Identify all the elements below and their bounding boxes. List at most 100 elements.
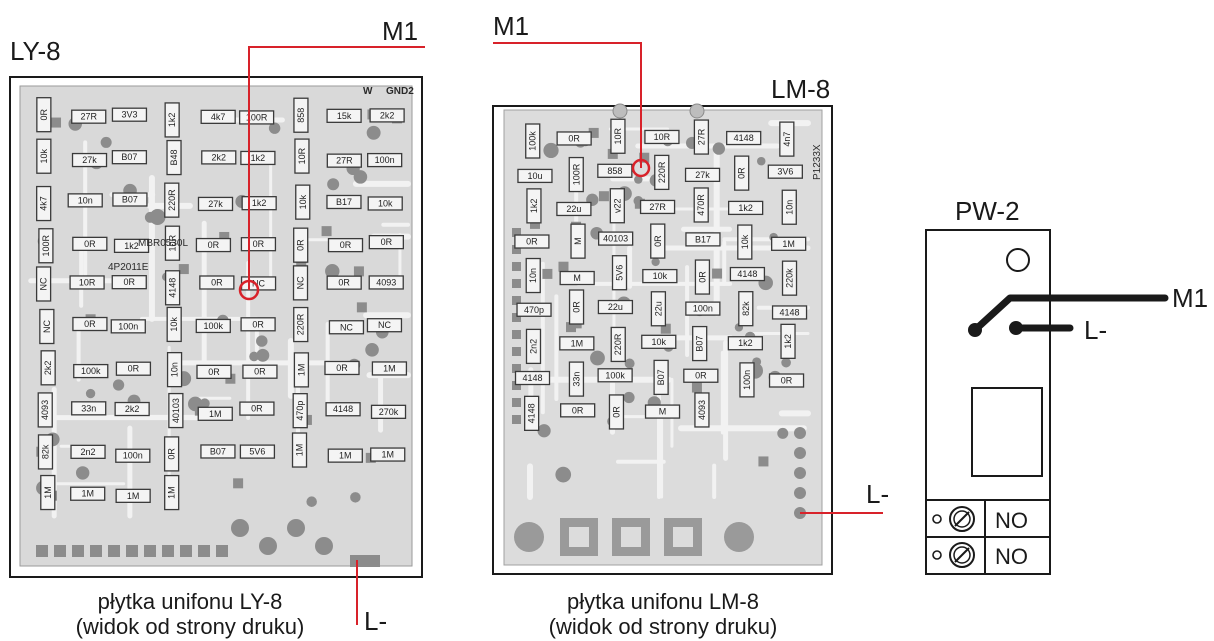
ly8-component-value: 1M: [167, 486, 177, 499]
ly8-component-value: 4093: [40, 400, 50, 420]
lm8-component-value: 22u: [653, 301, 663, 316]
lm8-component: 27R: [639, 199, 676, 215]
lm8-component: 100k: [525, 123, 541, 159]
ly8-component: 3V3: [111, 107, 148, 122]
pw2-mount-hole: [1006, 248, 1030, 272]
lm8-component: 1M: [771, 236, 807, 251]
ly8-component: 0R: [195, 237, 232, 253]
lm8-edge-pad: [794, 467, 806, 479]
ly8-component-value: 2k2: [380, 110, 395, 120]
lm8-component-value: v22: [612, 198, 622, 213]
ly8-component-value: 10k: [39, 148, 49, 163]
ly8-component: 1M: [327, 448, 363, 463]
ly8-component: 1k2: [240, 150, 276, 166]
lm8-header-pin: [512, 313, 521, 322]
ly8-component: 0R: [163, 436, 180, 472]
ly8-component: 27k: [197, 196, 234, 212]
lm8-component-value: 10n: [528, 268, 538, 283]
ly8-component-value: 2k2: [125, 404, 140, 414]
ly8-component-value: 82k: [40, 444, 50, 459]
lm8-component-value: 10n: [784, 200, 794, 215]
lm8-pad: [624, 358, 635, 369]
lm8-component: 1k2: [727, 200, 764, 216]
ly8-edge-pad: [315, 537, 333, 555]
ly8-component: 1M: [70, 486, 106, 501]
ly8-component: 858: [293, 97, 309, 133]
lm8-component: 10R: [644, 129, 680, 145]
lm8-component-value: 27R: [696, 128, 706, 145]
ly8-component-value: 10k: [298, 194, 308, 209]
ly8-component: B07: [200, 444, 236, 459]
ly8-component-value: 1M: [127, 491, 140, 501]
ly8-pad: [112, 379, 125, 391]
ly8-component-value: 220R: [296, 313, 306, 335]
lm8-component: B07: [692, 325, 708, 362]
lm8-component: 1M: [559, 336, 595, 351]
ly8-component: 4148: [164, 270, 181, 306]
ly8-component: 1k2: [164, 102, 180, 138]
lm8-component-value: 1k2: [738, 203, 753, 213]
lm8-pad: [566, 322, 577, 333]
ly8-component-value: 1M: [383, 363, 396, 373]
ly8-component-value: 0R: [84, 319, 96, 329]
ly8-component: 2k2: [114, 401, 150, 417]
ly8-component-value: 10k: [169, 317, 179, 332]
lm8-component-value: 0R: [781, 375, 793, 385]
lm8-component-value: B07: [695, 336, 705, 352]
ly8-component: 0R: [36, 97, 52, 133]
ly8-pad: [327, 178, 340, 191]
ly8-component-value: 27k: [82, 155, 97, 165]
ly8-component-value: 40103: [171, 398, 181, 423]
ly8-component-value: 10n: [170, 362, 180, 377]
ly8-component-value: 0R: [208, 367, 220, 377]
pw2-relay: [971, 387, 1043, 477]
ly8-component-value: 100R: [246, 112, 268, 122]
ly8-component: 40103: [168, 392, 184, 429]
ly8-component: 100n: [110, 319, 146, 334]
lm8-component: 220R: [654, 154, 670, 191]
lm8-component-value: B17: [695, 234, 711, 244]
ly8-component-value: 4148: [333, 404, 353, 414]
lm8-component-value: 100n: [742, 370, 752, 390]
ly8-component: 0R: [111, 275, 147, 290]
pw2-terminal-2-label: NO: [995, 544, 1028, 569]
ly8-component-value: 1k2: [124, 241, 139, 251]
ly8-component: 2n2: [70, 444, 106, 459]
ly8-component: 100k: [195, 318, 231, 334]
lm8-component-value: 33n: [571, 372, 581, 387]
lm8-component-value: 10R: [613, 128, 623, 145]
lm8-component: 1k2: [780, 323, 796, 359]
lm8-pad: [590, 350, 605, 366]
lm8-component-value: 22u: [608, 302, 623, 312]
ly8-component: 10k: [166, 306, 182, 343]
ly8-component-value: 10k: [378, 198, 393, 208]
lm8-component: 82k: [738, 291, 754, 327]
ly8-component-value: 2k2: [212, 152, 227, 162]
ly8-component-value: 0R: [338, 278, 350, 288]
ly8-component-value: 1k2: [167, 113, 177, 128]
ly8-component: B17: [326, 194, 362, 210]
ly8-pad: [178, 264, 189, 275]
lm8-component-value: 1M: [571, 338, 584, 348]
lm8-component: 0R: [560, 403, 596, 418]
ly8-component-value: 3V3: [121, 110, 137, 120]
ly8-component: NC: [39, 308, 55, 345]
ly8-pad: [321, 226, 332, 237]
ly8-chip-label: MBR0530L: [138, 238, 188, 249]
lm8-title: LM-8: [771, 74, 830, 104]
lm8-component: M: [644, 404, 681, 419]
ly8-component: NC: [366, 318, 403, 333]
lm8-pad: [712, 142, 726, 155]
lm8-component-value: 470p: [524, 305, 544, 315]
ly8-component-value: 100n: [118, 321, 138, 331]
ly8-component: 0R: [72, 236, 108, 252]
lm8-component-value: 0R: [572, 405, 584, 415]
lm8-component-value: 0R: [737, 167, 747, 179]
ly8-board-code: 4P2011E: [108, 262, 149, 273]
lm8-component: 1k2: [526, 188, 542, 224]
lm8-board-code: P1233X: [812, 144, 823, 180]
ly8-component-value: 0R: [123, 277, 135, 287]
lm8-component-value: 27R: [649, 202, 666, 212]
